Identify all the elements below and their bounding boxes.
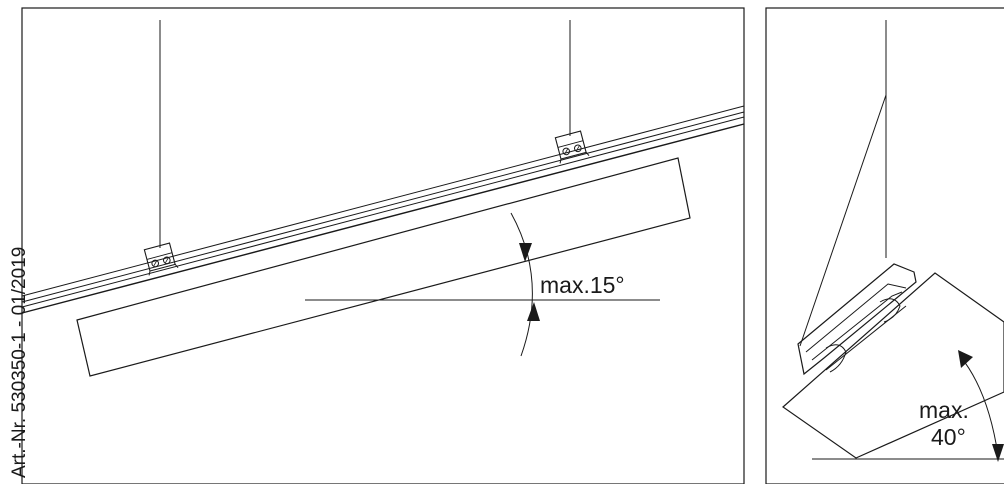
- luminaire-housing: [782, 272, 1004, 459]
- angle-arrow-top-right: [958, 350, 973, 368]
- luminaire-profile: [797, 263, 917, 376]
- angle-arc: [510, 212, 533, 357]
- luminaire-body: [76, 157, 691, 377]
- angle-arrow-bottom-right: [992, 444, 1004, 462]
- left-view-frame: [21, 7, 745, 484]
- tilt-angle-label: max.15°: [540, 272, 625, 298]
- angle-arrow-top: [519, 243, 532, 262]
- left-view: max.15°: [21, 7, 745, 484]
- right-view-frame: [765, 7, 1004, 484]
- tilt-angle-label-line1: max.: [919, 397, 969, 423]
- diagonal-cable: [799, 94, 887, 347]
- angle-arrow-bottom: [527, 302, 540, 321]
- mounting-rail: [21, 105, 745, 314]
- suspension-clamp-left: [143, 242, 179, 276]
- tilt-angle-label-line2: 40°: [931, 424, 966, 450]
- right-view: max. 40°: [765, 7, 1004, 484]
- suspension-clamp-right: [554, 130, 590, 164]
